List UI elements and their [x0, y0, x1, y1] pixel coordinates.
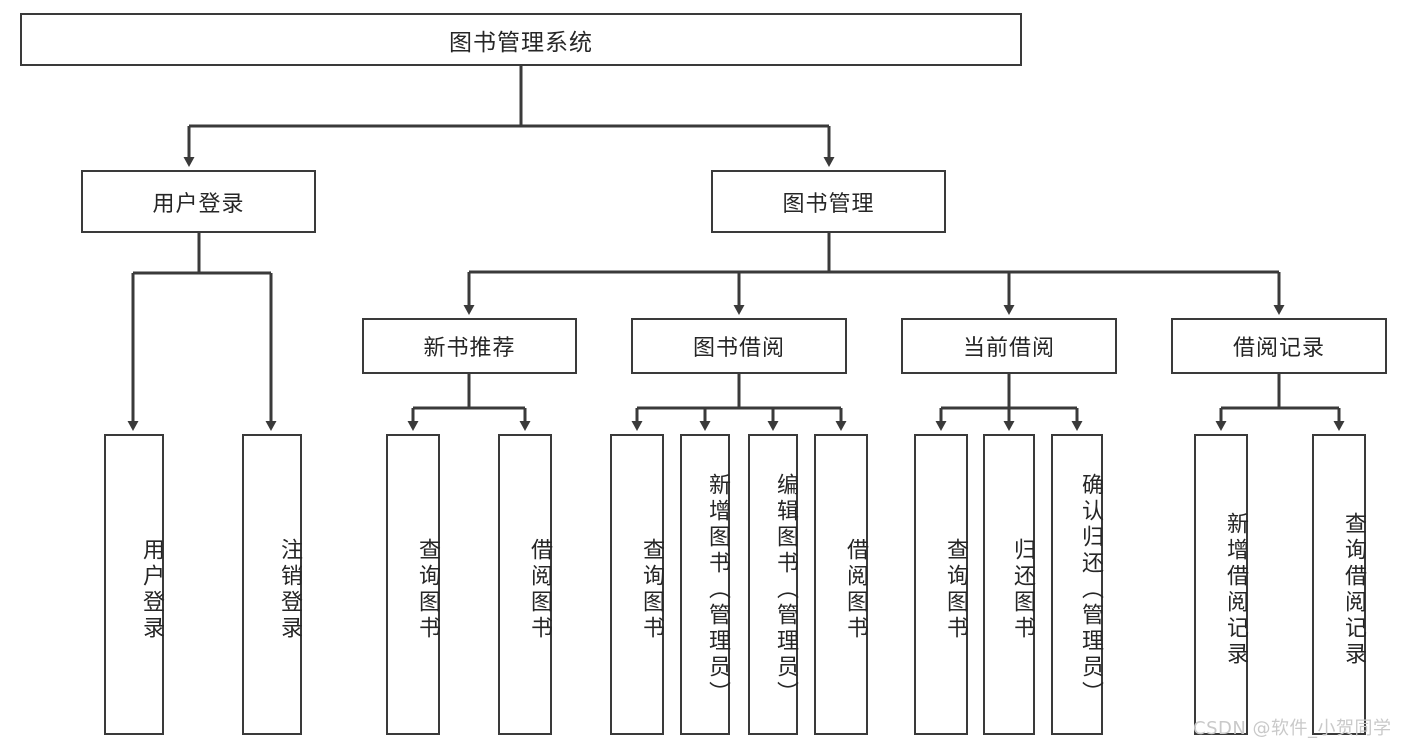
- leaf-new-book-query-book[interactable]: 查询图书: [386, 434, 440, 735]
- node-root-system[interactable]: 图书管理系统: [20, 13, 1022, 66]
- leaf-user-login-login[interactable]: 用户登录: [104, 434, 164, 735]
- leaf-book-borrow-add-book-admin[interactable]: 新增图书（管理员）: [680, 434, 730, 735]
- leaf-current-borrow-query-book[interactable]: 查询图书: [914, 434, 968, 735]
- node-current-borrow[interactable]: 当前借阅: [901, 318, 1117, 374]
- node-new-book-recommend[interactable]: 新书推荐: [362, 318, 577, 374]
- node-borrow-record[interactable]: 借阅记录: [1171, 318, 1387, 374]
- leaf-current-borrow-return-book[interactable]: 归还图书: [983, 434, 1035, 735]
- leaf-user-login-logout[interactable]: 注销登录: [242, 434, 302, 735]
- node-user-login[interactable]: 用户登录: [81, 170, 316, 233]
- leaf-book-borrow-query-book[interactable]: 查询图书: [610, 434, 664, 735]
- leaf-book-borrow-borrow-book[interactable]: 借阅图书: [814, 434, 868, 735]
- leaf-book-borrow-edit-book-admin[interactable]: 编辑图书（管理员）: [748, 434, 798, 735]
- leaf-current-borrow-confirm-return-admin[interactable]: 确认归还（管理员）: [1051, 434, 1103, 735]
- csdn-watermark: CSDN @软件_小贺同学: [1193, 718, 1392, 739]
- node-book-manage[interactable]: 图书管理: [711, 170, 946, 233]
- leaf-borrow-record-add-record[interactable]: 新增借阅记录: [1194, 434, 1248, 735]
- leaf-new-book-borrow-book[interactable]: 借阅图书: [498, 434, 552, 735]
- leaf-borrow-record-query-record[interactable]: 查询借阅记录: [1312, 434, 1366, 735]
- node-book-borrow[interactable]: 图书借阅: [631, 318, 847, 374]
